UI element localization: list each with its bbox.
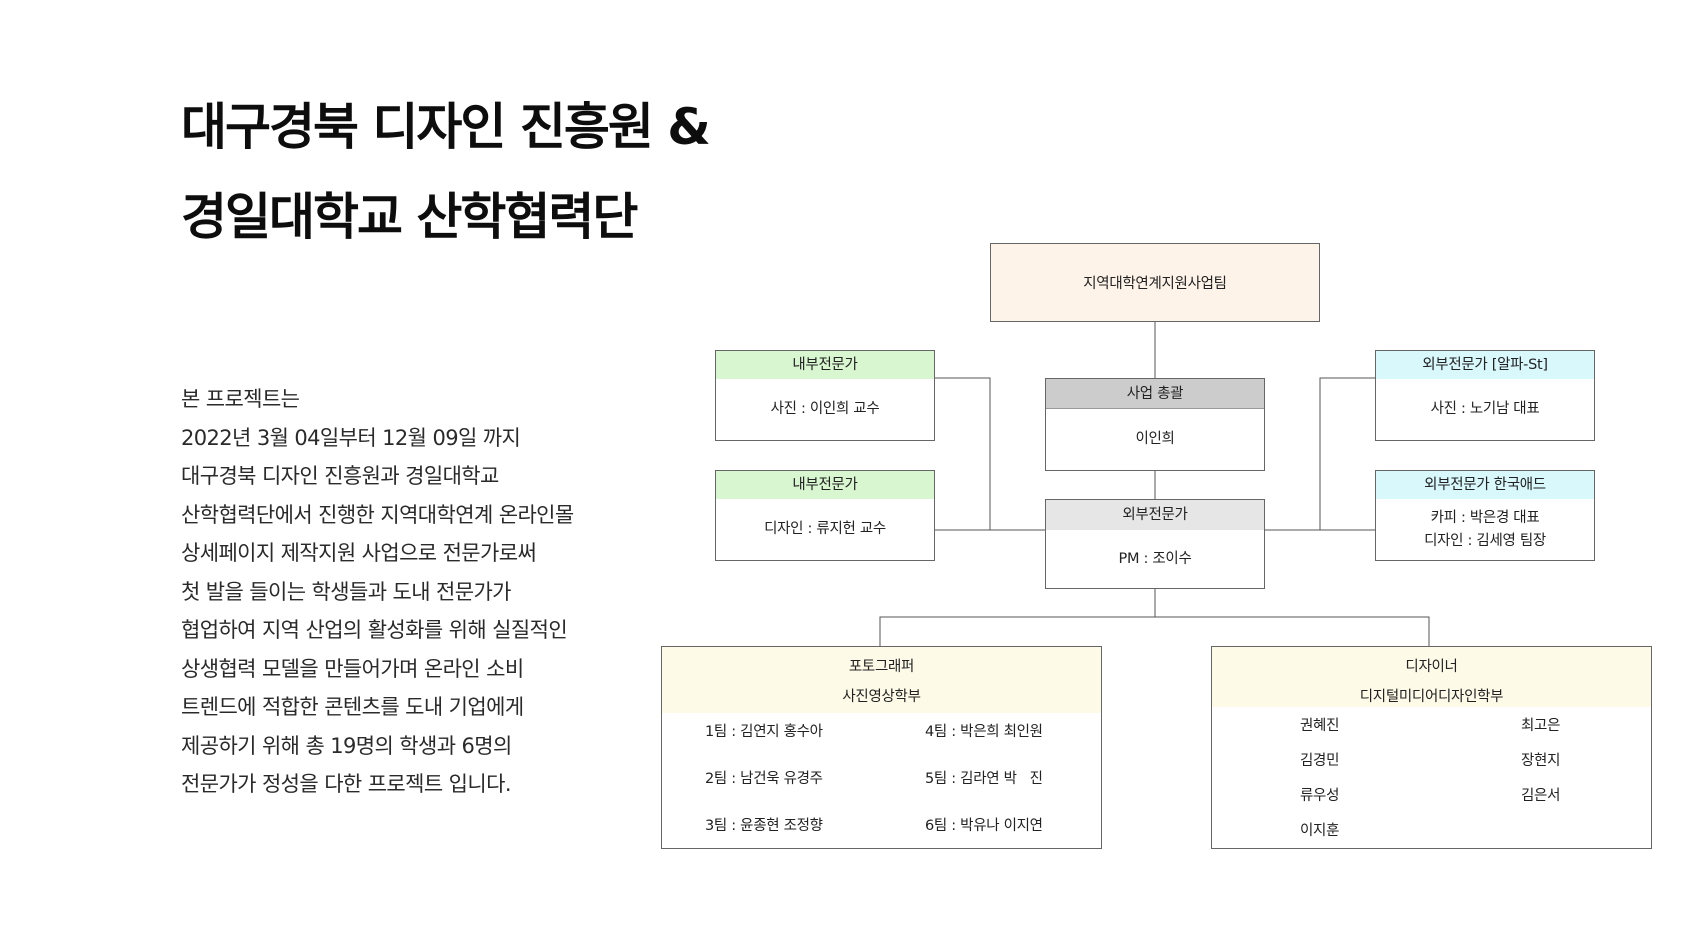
box-body-line: 디자인 : 김세영 팀장: [1424, 532, 1546, 549]
top-team-label: 지역대학연계지원사업팀: [1083, 276, 1227, 292]
internal-expert-design-box: 내부전문가 디자인 : 류지헌 교수: [715, 470, 935, 561]
photo-teams: 1팀 : 김연지 홍수아 2팀 : 남건욱 유경주 3팀 : 윤종현 조정향 4…: [662, 713, 1101, 845]
box-header: 디자이너 디지털미디어디자인학부: [1212, 647, 1651, 707]
description-line: 2022년 3월 04일부터 12월 09일 까지: [181, 425, 521, 450]
team-entry: 6팀 : 박유나 이지연: [925, 818, 1043, 834]
box-header: 외부전문가: [1046, 500, 1264, 530]
description-line: 산학협력단에서 진행한 지역대학연계 온라인몰: [181, 502, 574, 527]
director-box: 사업 총괄 이인희: [1045, 378, 1265, 471]
project-description: 본 프로젝트는 2022년 3월 04일부터 12월 09일 까지 대구경북 디…: [181, 380, 641, 804]
external-expert-koreaad-box: 외부전문가 한국애드 카피 : 박은경 대표 디자인 : 김세영 팀장: [1375, 470, 1595, 561]
team-entry: 1팀 : 김연지 홍수아: [705, 724, 823, 740]
description-line: 첫 발을 들이는 학생들과 도내 전문가가: [181, 579, 512, 604]
internal-expert-photo-box: 내부전문가 사진 : 이인희 교수: [715, 350, 935, 441]
connector-bottom-bus: [879, 616, 1430, 646]
box-body-line: 이인희: [1135, 431, 1175, 447]
photographer-box: 포토그래퍼 사진영상학부 1팀 : 김연지 홍수아 2팀 : 남건욱 유경주 3…: [661, 646, 1102, 849]
team-entry: 5팀 : 김라연 박 진: [925, 771, 1043, 787]
box-header: 외부전문가 [알파-St]: [1376, 351, 1594, 379]
box-body: 이인희: [1046, 409, 1264, 470]
connector-right-bus: [1319, 377, 1375, 531]
org-top-team-box: 지역대학연계지원사업팀: [990, 243, 1320, 322]
box-header: 포토그래퍼 사진영상학부: [662, 647, 1101, 713]
member-name: 김은서: [1521, 788, 1561, 804]
department-label: 사진영상학부: [842, 689, 921, 705]
member-name: 장현지: [1521, 753, 1561, 769]
box-header: 내부전문가: [716, 351, 934, 379]
page-title: 대구경북 디자인 진흥원 & 경일대학교 산학협력단: [181, 82, 901, 262]
description-line: 대구경북 디자인 진흥원과 경일대학교: [181, 464, 499, 488]
title-line-1: 대구경북 디자인 진흥원 &: [181, 98, 711, 156]
member-name: 류우성: [1300, 788, 1340, 804]
box-body: PM : 조이수: [1046, 530, 1264, 588]
box-body: 디자인 : 류지헌 교수: [716, 499, 934, 560]
pm-box: 외부전문가 PM : 조이수: [1045, 499, 1265, 589]
box-body-line: 카피 : 박은경 대표: [1430, 509, 1540, 526]
member-name: 권혜진: [1300, 718, 1340, 734]
box-body-line: 사진 : 노기남 대표: [1430, 401, 1540, 417]
box-body: 사진 : 이인희 교수: [716, 379, 934, 440]
member-name: 이지훈: [1300, 823, 1340, 839]
team-entry: 4팀 : 박은희 최인원: [925, 724, 1043, 740]
external-expert-alpha-box: 외부전문가 [알파-St] 사진 : 노기남 대표: [1375, 350, 1595, 441]
box-body: 카피 : 박은경 대표 디자인 : 김세영 팀장: [1376, 499, 1594, 560]
team-entry: 2팀 : 남건욱 유경주: [705, 771, 823, 787]
description-line: 상생협력 모델을 만들어가며 온라인 소비: [181, 656, 524, 681]
box-header: 외부전문가 한국애드: [1376, 471, 1594, 499]
description-line: 전문가가 정성을 다한 프로젝트 입니다.: [181, 772, 512, 796]
box-body-line: PM : 조이수: [1118, 550, 1192, 567]
description-line: 본 프로젝트는: [181, 387, 300, 411]
title-line-2: 경일대학교 산학협력단: [181, 188, 638, 246]
role-label: 디자이너: [1405, 659, 1458, 675]
member-name: 김경민: [1300, 753, 1340, 769]
box-body-line: 디자인 : 류지헌 교수: [764, 521, 886, 537]
description-line: 상세페이지 제작지원 사업으로 전문가로써: [181, 541, 537, 565]
department-label: 디지털미디어디자인학부: [1359, 689, 1504, 705]
description-line: 협업하여 지역 산업의 활성화를 위해 실질적인: [181, 618, 568, 642]
box-header: 내부전문가: [716, 471, 934, 499]
description-line: 제공하기 위해 총 19명의 학생과 6명의: [181, 733, 512, 758]
box-body-line: 사진 : 이인희 교수: [770, 401, 880, 417]
designer-box: 디자이너 디지털미디어디자인학부 권혜진 김경민 류우성 이지훈 최고은 장현지…: [1211, 646, 1652, 849]
box-header: 사업 총괄: [1046, 379, 1264, 409]
box-body: 사진 : 노기남 대표: [1376, 379, 1594, 440]
description-line: 트렌드에 적합한 콘텐츠를 도내 기업에게: [181, 695, 524, 719]
connector-left-bus: [935, 377, 991, 531]
role-label: 포토그래퍼: [848, 659, 915, 675]
member-name: 최고은: [1521, 718, 1561, 734]
team-entry: 3팀 : 윤종현 조정향: [705, 818, 823, 834]
